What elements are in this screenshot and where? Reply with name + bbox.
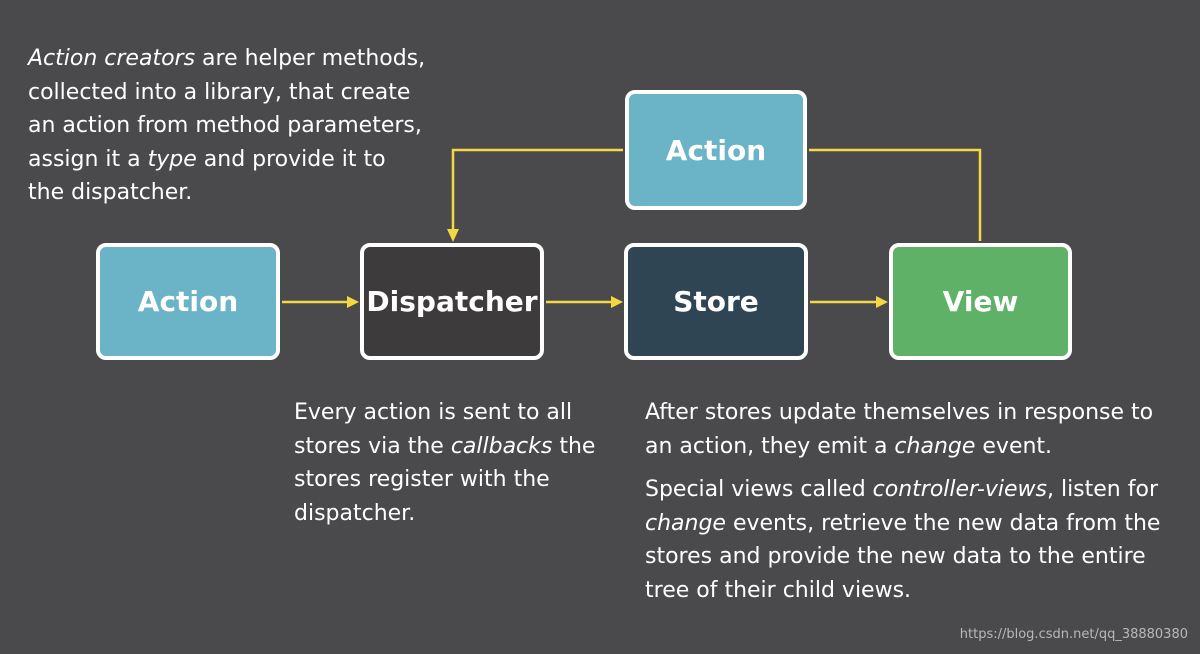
note-term: change [645,510,726,536]
note-text: are helper methods, collected into a lib… [28,46,426,172]
arrowhead-dispatcher [347,296,359,308]
note-text: events, retrieve the new data from the s… [645,510,1161,603]
action-label: Action [665,133,767,167]
note-text: Every action is sent to all stores via t… [294,400,573,459]
note-term: callbacks [450,433,553,459]
note-term: change [894,433,976,459]
note-text: the stores register with the dispatcher. [294,433,596,526]
action-box: Action [96,243,280,360]
store-box: Store [624,243,808,360]
note-text: Special views called [645,477,873,502]
arrowhead-dispatcher-top [447,229,459,242]
note-text: and provide it to the dispatcher. [28,146,386,206]
note-text: , listen for [1046,477,1158,502]
dispatcher-note: Every action is sent to all stores via t… [294,396,614,530]
note-term: type [147,146,197,172]
loop-view-to-action [809,148,982,241]
arrowhead-view [876,296,888,308]
dispatcher-label: Dispatcher [366,285,538,318]
action-label: Action [137,285,239,318]
dispatcher-box: Dispatcher [360,243,544,360]
action-creators-note: Action creators are helper methods, coll… [28,42,428,210]
note-term: Action creators [28,46,196,71]
store-label: Store [673,285,759,318]
loop-action-to-dispatcher [451,148,623,230]
note-term: controller-views [872,477,1047,502]
watermark: https://blog.csdn.net/qq_38880380 [959,627,1188,642]
action-box-top: Action [625,90,807,210]
store-note: After stores update themselves in respon… [645,396,1185,607]
view-label: View [942,285,1019,318]
view-box: View [889,243,1072,360]
note-text: event. [975,433,1053,459]
arrowhead-store [611,296,623,308]
note-text: After stores update themselves in respon… [645,400,1154,459]
